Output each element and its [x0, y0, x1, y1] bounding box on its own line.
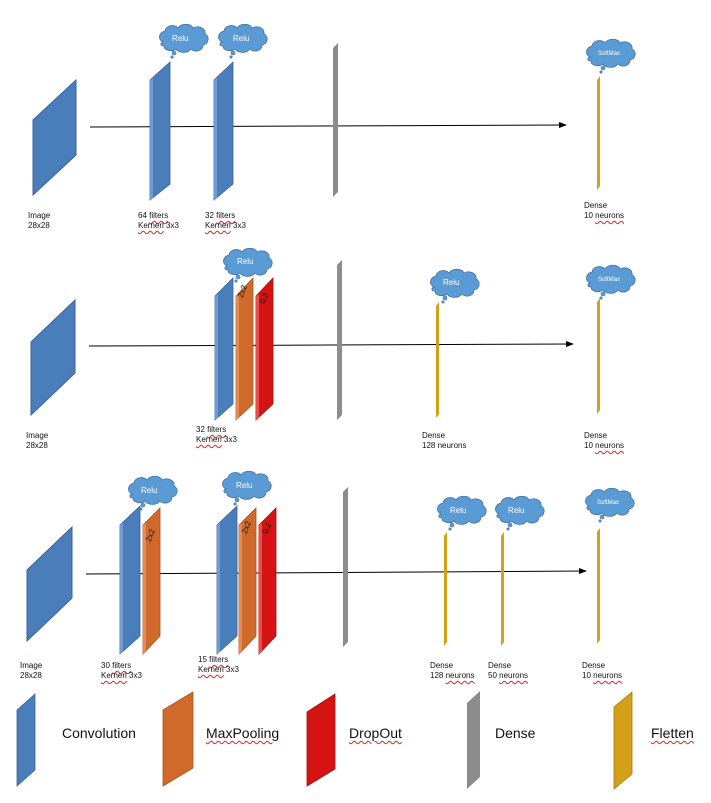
conv-layer-edge: [217, 523, 220, 654]
dense-layer-block: [597, 76, 600, 190]
cloud-softmax: [586, 264, 636, 300]
cloud-label: Relu: [172, 34, 189, 43]
dense-layer-block: [501, 532, 504, 646]
cloud-relu: [430, 268, 480, 304]
cloud-label: Relu: [508, 506, 525, 515]
legend-label-maxpooling: MaxPooling: [206, 725, 280, 741]
cloud-label: Relu: [233, 34, 250, 43]
legend-label-dense: Dense: [495, 725, 536, 741]
flow-arrow: [85, 568, 587, 575]
cloud-label: SoftMax: [598, 277, 621, 283]
input-image-block: [26, 525, 73, 643]
cloud-relu: [218, 23, 268, 59]
cloud-softmax: [586, 38, 636, 74]
cloud-label: Relu: [443, 278, 460, 287]
legend-swatch-flatten: [613, 691, 633, 790]
legend-label-flatten: Fletten: [651, 725, 694, 741]
cloud-softmax: [585, 487, 635, 523]
dense-layer-block: [444, 532, 447, 646]
conv-layer-edge: [214, 78, 217, 200]
cloud-relu: [495, 495, 545, 531]
cloud-relu: [222, 470, 272, 506]
dense-layer-block: [597, 298, 600, 414]
row-3: [26, 470, 635, 656]
cloud-label: Relu: [237, 257, 254, 266]
maxpool-layer-edge: [236, 294, 239, 420]
cloud-label: Relu: [450, 506, 467, 515]
legend: [16, 691, 633, 790]
dropout-layer-edge: [256, 294, 259, 420]
row-1: [32, 23, 636, 201]
legend-label-dropout: DropOut: [349, 725, 402, 741]
row-2: [30, 247, 636, 421]
conv-layer-edge: [150, 78, 153, 200]
cloud-label: SoftMax: [597, 500, 620, 506]
cloud-label: Relu: [141, 486, 158, 495]
flow-arrow: [88, 341, 574, 348]
conv-layer-edge: [120, 523, 123, 654]
dense-layer-block: [436, 302, 439, 418]
cloud-relu: [223, 247, 273, 283]
cloud-relu: [128, 475, 178, 511]
cloud-label: Relu: [236, 481, 253, 490]
cloud-relu: [159, 23, 209, 59]
cloud-relu: [437, 495, 487, 531]
legend-swatch-dense: [467, 691, 480, 789]
legend-swatch-maxpooling: [162, 691, 194, 787]
legend-label-convolution: Convolution: [62, 725, 136, 741]
conv-layer-edge: [215, 294, 218, 420]
flatten-layer-block: [333, 43, 338, 197]
dropout-layer-edge: [259, 523, 262, 654]
cloud-label: SoftMax: [598, 51, 621, 57]
flatten-layer-block: [343, 487, 348, 647]
input-image-block: [32, 78, 77, 197]
dense-layer-block: [597, 528, 600, 644]
input-image-block: [30, 298, 76, 417]
maxpool-layer-edge: [143, 523, 146, 654]
legend-swatch-convolution: [16, 693, 36, 787]
legend-swatch-dropout: [306, 693, 336, 787]
maxpool-layer-edge: [239, 523, 242, 654]
flatten-layer-block: [337, 260, 342, 420]
